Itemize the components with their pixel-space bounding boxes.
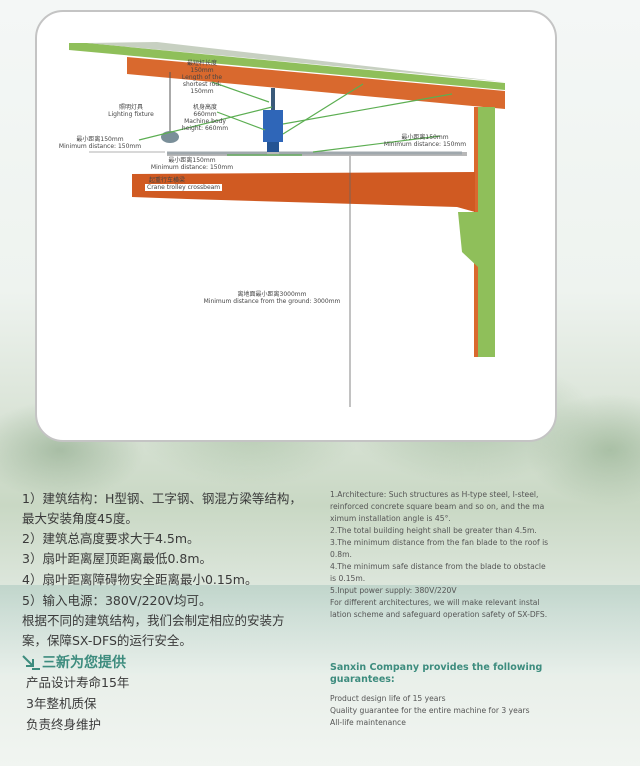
en-item-3b: 0.8m. (330, 550, 352, 559)
en-guarantee-1: Product design life of 15 years (330, 694, 446, 703)
en-guarantee-heading-2: guarantees: (330, 674, 395, 685)
ground-distance-label: 离地面最小距离3000mm Minimum distance from the … (197, 291, 347, 305)
shortest-rod-l3: shortest rod: (182, 81, 222, 88)
lighting-label: 照明灯具 Lighting fixture (101, 104, 161, 118)
lighting-label-cn: 照明灯具 (118, 104, 143, 111)
roof-green-slab (69, 43, 505, 90)
roof-concrete (87, 42, 505, 82)
body-height-l2: Machine body (184, 118, 226, 125)
roof-orange-beam (127, 57, 505, 109)
min-left-en: Minimum distance: 150mm (58, 143, 142, 150)
en-note-1: For different architectures, we will mak… (330, 598, 540, 607)
column-bracket (458, 212, 478, 267)
cn-guarantee-1: 产品设计寿命15年 (26, 675, 130, 690)
min-center-cn: 最小距离150mm (168, 157, 216, 164)
en-guarantee-2: Quality guarantee for the entire machine… (330, 706, 530, 715)
min-distance-left-label: 最小距离150mm Minimum distance: 150mm (55, 136, 145, 150)
en-item-3a: 3.The minimum distance from the fan blad… (330, 538, 549, 547)
fan-mount-rod (271, 88, 275, 110)
lighting-label-en: Lighting fixture (108, 111, 154, 118)
cn-item-1b: 最大安装角度45度。 (22, 511, 138, 526)
en-item-1a: 1.Architecture: Such structures as H-typ… (330, 490, 539, 499)
body-height-l3: height: 660mm (181, 125, 229, 132)
body-height-l1: 660mm (193, 111, 217, 118)
min-center-en: Minimum distance: 150mm (150, 164, 234, 171)
shortest-rod-label: 最短杆长度 150mm Length of the shortest rod: … (172, 60, 232, 95)
crane-cn: 起重行车横梁 (149, 177, 186, 184)
min-left-cn: 最小距离150mm (76, 136, 124, 143)
en-item-4a: 4.The minimum safe distance from the bla… (330, 562, 546, 571)
en-note-2: lation scheme and safeguard operation sa… (330, 610, 548, 619)
installation-diagram (69, 42, 505, 407)
crane-label: 起重行车横梁 Crane trolley crossbeam (145, 177, 223, 191)
arrow-down-right-icon (22, 655, 40, 670)
en-guarantee-3: All-life maintenance (330, 718, 406, 727)
cn-guarantee-3: 负责终身维护 (26, 717, 102, 732)
min-distance-right-label: 最小距离150mm Minimum distance: 150mm (375, 134, 475, 148)
crane-crossbeam (132, 172, 475, 212)
fan-motor (263, 110, 283, 142)
pointer-body-height (216, 111, 266, 131)
cn-note-2: 案，保障SX-DFS的运行安全。 (22, 633, 192, 648)
ground-cn: 离地面最小距离3000mm (237, 291, 307, 298)
min-distance-center-label: 最小距离150mm Minimum distance: 150mm (137, 157, 247, 171)
en-item-1b: reinforced concrete square beam and so o… (330, 502, 545, 511)
cn-item-1a: 1）建筑结构：H型钢、工字钢、钢混方梁等结构， (22, 491, 302, 506)
cn-guarantee-heading: 三新为您提供 (22, 652, 126, 672)
cn-item-2: 2）建筑总高度要求大于4.5m。 (22, 531, 200, 546)
fan-hub (267, 142, 279, 152)
background-lake (0, 585, 640, 675)
en-item-1c: ximum installation angle is 45°. (330, 514, 451, 523)
en-item-5: 5.Input power supply: 380V/220V (330, 586, 457, 595)
installation-diagram-panel: 照明灯具 Lighting fixture 最短杆长度 150mm Length… (35, 10, 557, 442)
shortest-rod-l4: 150mm (190, 88, 214, 95)
pointer-left-a (138, 106, 273, 141)
cn-guarantee-heading-text: 三新为您提供 (42, 655, 126, 671)
body-height-cn: 机身高度 (192, 104, 217, 111)
body-height-label: 机身高度 660mm Machine body height: 660mm (175, 104, 235, 132)
shortest-rod-l2: Length of the (181, 74, 223, 81)
crane-en: Crane trolley crossbeam (145, 184, 223, 191)
ground-en: Minimum distance from the ground: 3000mm (203, 298, 341, 305)
cn-note-1: 根据不同的建筑结构，我们会制定相应的安装方 (22, 613, 285, 628)
en-guarantee-heading-1: Sanxin Company provides the following (330, 662, 543, 673)
cn-item-4: 4）扇叶距离障碍物安全距离最小0.15m。 (22, 572, 258, 587)
shortest-rod-l1: 150mm (190, 67, 214, 74)
cn-item-5: 5）输入电源：380V/220V均可。 (22, 593, 212, 608)
cn-guarantee-2: 3年整机质保 (26, 696, 97, 711)
en-item-2: 2.The total building height shall be gre… (330, 526, 537, 535)
pointer-right-b (282, 93, 453, 125)
cn-item-3: 3）扇叶距离屋顶距离最低0.8m。 (22, 551, 213, 566)
min-right-en: Minimum distance: 150mm (383, 141, 467, 148)
right-column (477, 107, 495, 357)
en-guarantee-heading: Sanxin Company provides the following gu… (330, 662, 542, 686)
pointer-right-a (282, 83, 364, 135)
pointer-shortest-rod (211, 81, 270, 103)
min-right-cn: 最小距离150mm (401, 134, 449, 141)
en-item-4b: is 0.15m. (330, 574, 366, 583)
pointer-right-c (312, 135, 441, 153)
shortest-rod-cn: 最短杆长度 (186, 60, 217, 67)
